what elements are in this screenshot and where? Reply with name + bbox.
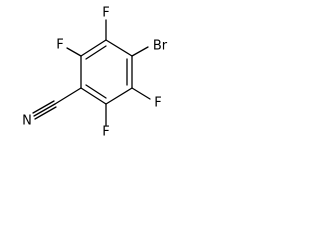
chemical-structure-diagram: F Br F F N F — [0, 0, 194, 178]
ring-bond-top-right — [105, 39, 133, 57]
fluorine-top-label: F — [102, 6, 109, 21]
fluorine-bottom-label: F — [102, 125, 109, 140]
nitrile-bond-line-lower — [34, 106, 57, 120]
ring-bond-top-left — [80, 39, 107, 57]
bromine-label: Br — [153, 39, 168, 54]
fluorine-upper-left-label: F — [56, 38, 63, 53]
ring-bond-bottom-right — [105, 87, 133, 105]
ring-bond-bottom-left — [80, 87, 107, 105]
ring-inner-double-bond-bottom-left — [85, 84, 107, 99]
bond-to-right-fluorine — [131, 87, 151, 100]
nitrile-triple-bond — [32, 100, 57, 120]
bond-to-upper-left-fluorine — [66, 47, 82, 57]
nitrogen-label: N — [22, 114, 32, 129]
fluorine-right-label: F — [154, 96, 161, 111]
atom-labels: F Br F F N F — [22, 6, 168, 140]
nitrile-bond-line-middle — [33, 103, 56, 117]
bond-to-bromine — [131, 46, 149, 57]
benzene-ring — [80, 39, 133, 105]
diagram-background — [0, 0, 194, 178]
nitrile-bond-line-upper — [32, 100, 55, 114]
substituent-bonds — [32, 19, 151, 126]
bond-ring-to-nitrile-carbon — [54, 87, 82, 105]
ring-inner-double-bond-top-left — [85, 45, 107, 60]
